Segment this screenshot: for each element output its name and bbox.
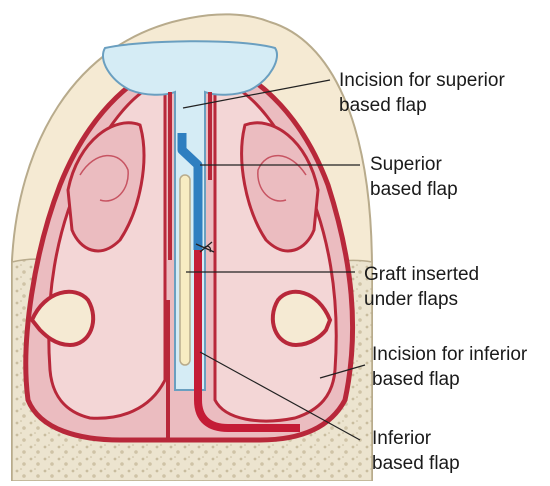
left-turbinate-swirl (79, 154, 129, 202)
label-superior-flap: Superior based flap (370, 154, 458, 200)
left-inferior-turbinate (29, 289, 96, 348)
graft (179, 174, 191, 366)
label-incision-superior: Incision for superior based flap (339, 70, 510, 116)
right-inferior-turbinate (270, 289, 333, 348)
left-turbinate (66, 121, 146, 253)
right-turbinate (240, 121, 320, 253)
superior-flap (177, 133, 203, 250)
leader-inferior-flap (199, 351, 361, 441)
septum-left-mucosa (166, 92, 172, 440)
label-inferior-flap: Inferior based flap (372, 428, 460, 474)
label-incision-inferior: Incision for inferior based flap (372, 344, 533, 390)
leader-incision-inferior (319, 364, 366, 379)
inferior-flap (194, 250, 300, 432)
suture-icon (195, 241, 215, 253)
right-turbinate-swirl (257, 154, 307, 202)
label-graft: Graft inserted under flaps (364, 264, 484, 310)
leader-incision-superior (182, 79, 331, 109)
